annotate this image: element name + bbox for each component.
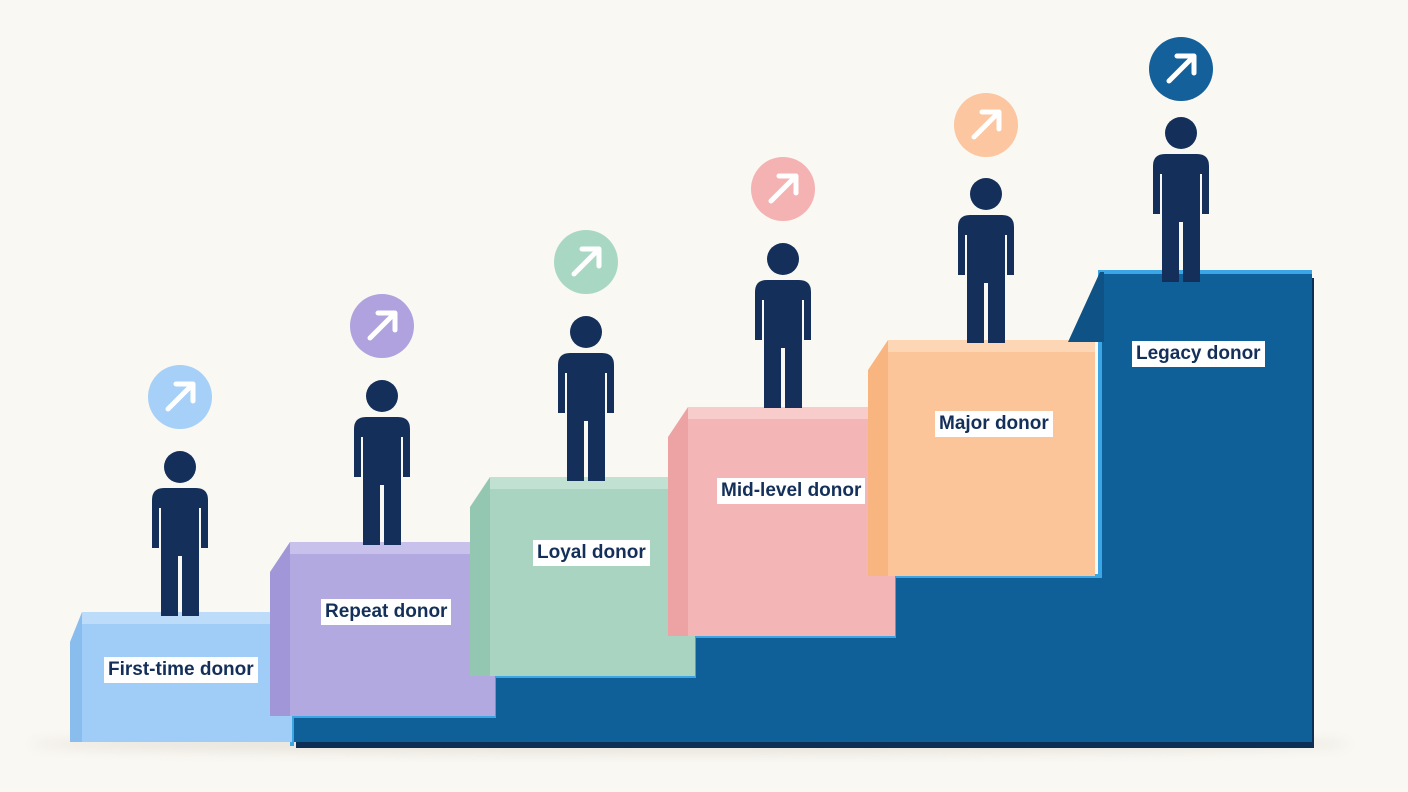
step-block-2 xyxy=(270,542,495,716)
step-top-face xyxy=(888,340,1095,352)
figure-body xyxy=(152,488,208,616)
figure-head xyxy=(970,178,1002,210)
step-front-face xyxy=(688,415,895,636)
donor-figure-1 xyxy=(152,451,208,616)
step-label-legacy: Legacy donor xyxy=(1132,341,1265,367)
figure-head xyxy=(164,451,196,483)
donor-figure-2 xyxy=(354,380,410,545)
step-block-4 xyxy=(668,407,895,636)
figure-head xyxy=(767,243,799,275)
step-side-face xyxy=(1068,272,1104,342)
step-block-3 xyxy=(470,477,695,676)
step-block-6 xyxy=(1068,272,1104,342)
arrow-shaft xyxy=(571,248,600,277)
figure-body xyxy=(354,417,410,545)
up-right-arrow-icon xyxy=(350,294,414,358)
arrow-head xyxy=(375,310,398,333)
arrow-head xyxy=(1174,53,1197,76)
figure-body xyxy=(755,280,811,408)
figure-body xyxy=(558,353,614,481)
step-top-face xyxy=(490,477,695,489)
donor-figure-5 xyxy=(958,178,1014,343)
arrow-shaft xyxy=(1166,55,1195,84)
donor-figure-4 xyxy=(755,243,811,408)
step-label-first-time: First-time donor xyxy=(104,657,258,683)
step-label-repeat: Repeat donor xyxy=(321,599,452,625)
arrow-head xyxy=(173,381,196,404)
arrow-shaft xyxy=(367,312,396,341)
donor-figures xyxy=(152,117,1209,616)
step-side-face xyxy=(668,407,694,636)
step-side-face xyxy=(470,477,496,676)
step-label-major: Major donor xyxy=(935,411,1053,437)
donor-figure-3 xyxy=(558,316,614,481)
step-front-face xyxy=(888,348,1095,576)
step-side-face xyxy=(868,340,894,576)
growth-badges xyxy=(148,37,1213,429)
step-top-face xyxy=(688,407,895,419)
arrow-shaft xyxy=(165,383,194,412)
figure-head xyxy=(366,380,398,412)
donor-figure-6 xyxy=(1153,117,1209,282)
arrow-shaft xyxy=(971,111,1000,140)
step-top-face xyxy=(290,542,495,554)
step-top-face xyxy=(82,612,292,624)
step-label-loyal: Loyal donor xyxy=(533,540,650,566)
up-right-arrow-icon xyxy=(1149,37,1213,101)
up-right-arrow-icon xyxy=(554,230,618,294)
stair-fill xyxy=(292,272,1312,742)
figure-body xyxy=(958,215,1014,343)
figure-body xyxy=(1153,154,1209,282)
figure-head xyxy=(570,316,602,348)
step-front-face xyxy=(290,550,495,716)
figure-head xyxy=(1165,117,1197,149)
step-block-5 xyxy=(868,340,1095,576)
arrow-head xyxy=(979,109,1002,132)
arrow-shaft xyxy=(768,175,797,204)
arrow-head xyxy=(776,173,799,196)
step-front-face xyxy=(490,485,695,676)
step-side-face xyxy=(270,542,296,716)
step-blocks xyxy=(70,272,1104,742)
up-right-arrow-icon xyxy=(954,93,1018,157)
arrow-head xyxy=(579,246,602,269)
up-right-arrow-icon xyxy=(148,365,212,429)
up-right-arrow-icon xyxy=(751,157,815,221)
step-label-mid-level: Mid-level donor xyxy=(717,478,866,504)
